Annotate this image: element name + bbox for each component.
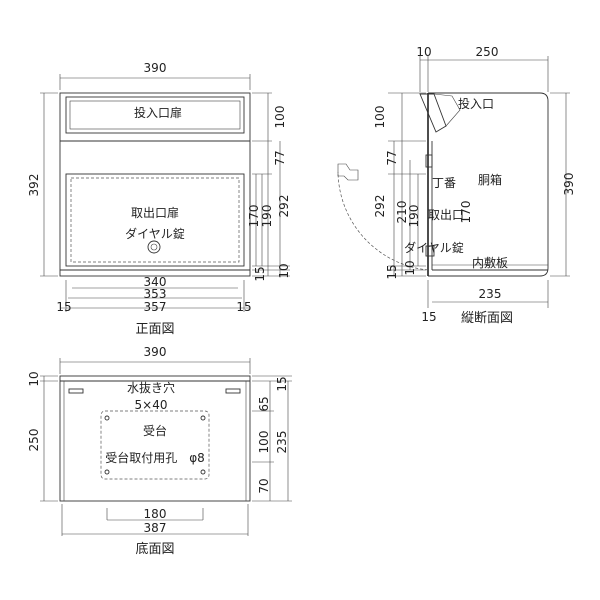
section-view: 投入口 丁番 胴箱 取出口 ダイヤル錠 内敷板 170 10 250 390 1… [337,45,576,326]
section-dim-292: 292 [373,195,387,218]
front-width-dim: 390 [144,61,167,75]
bottom-dim-387: 387 [144,521,167,535]
section-body-outline [428,92,549,277]
front-view: 投入口扉 取出口扉 ダイヤル錠 390 392 100 77 170 190 2… [27,61,291,337]
bottom-dim-15: 15 [275,376,289,391]
section-innerboard-label: 内敷板 [472,255,508,270]
section-dim-210: 210 [395,201,409,224]
bottom-dim-100: 100 [257,431,271,454]
bottom-view: 水抜き穴 5×40 受台 受台取付用孔 φ8 390 10 250 15 65 … [27,345,292,557]
bottom-hole-label: 受台取付用孔 φ8 [105,450,205,465]
section-door-swing [337,171,429,271]
front-dim-292: 292 [277,195,291,218]
front-lock-label: ダイヤル錠 [125,226,185,241]
section-outlet-label: 取出口 [428,208,464,222]
bottom-dim-70: 70 [257,478,271,493]
section-dim-bottom-15: 15 [421,310,436,324]
front-inlet-door-label: 投入口扉 [134,105,182,120]
bottom-drain-slot-left [68,388,84,394]
front-dim-170: 170 [247,205,261,228]
bottom-drain-size-label: 5×40 [135,398,168,412]
bottom-hole-tl [104,415,110,421]
bottom-stand-plate [100,410,210,480]
section-dim-top-250: 250 [476,45,499,59]
section-dim-15: 15 [385,264,399,279]
bottom-dim-10: 10 [27,371,41,386]
front-dial-lock-icon [147,240,161,254]
front-dim-100: 100 [273,106,287,129]
front-view-caption: 正面図 [135,322,174,337]
bottom-hole-tr [200,415,206,421]
front-dim-77: 77 [273,150,287,165]
section-lock-label: ダイヤル錠 [404,240,464,255]
front-outlet-door [65,173,245,267]
front-outlet-door-label: 取出口扉 [131,206,179,220]
section-dim-390: 390 [562,173,576,196]
front-inlet-door [65,96,245,134]
section-dim-top-10: 10 [416,45,431,59]
bottom-view-caption: 底面図 [135,541,174,557]
front-dim-190: 190 [260,205,274,228]
front-dim-15: 15 [253,266,267,281]
bottom-dim-65: 65 [257,396,271,411]
section-dim-235: 235 [479,287,502,301]
front-dim-357: 357 [144,300,167,314]
front-dim-15-right: 15 [236,300,251,314]
bottom-hole-br [200,469,206,475]
bottom-width-dim: 390 [144,345,167,359]
section-inlet-label: 投入口 [458,96,494,111]
bottom-hole-bl [104,469,110,475]
bottom-dim-180: 180 [144,507,167,521]
bottom-drain-label: 水抜き穴 [127,380,175,395]
bottom-stand-label: 受台 [143,423,167,438]
section-dim-100: 100 [373,106,387,129]
section-dim-190: 190 [407,205,421,228]
bottom-drain-slot-right [225,388,241,394]
section-body-label: 胴箱 [478,172,502,187]
section-lock-icon [425,245,435,257]
section-dim-10: 10 [403,260,417,275]
section-dim-170: 170 [459,201,473,224]
section-hinge-label: 丁番 [432,176,456,190]
bottom-dim-235: 235 [275,431,289,454]
section-view-caption: 縦断面図 [461,311,513,326]
bottom-outline [59,375,251,502]
front-dim-340: 340 [144,275,167,289]
front-body-outline [59,92,251,277]
section-hinge-icon [425,154,433,168]
front-dim-15-left: 15 [56,300,71,314]
section-dim-77: 77 [385,150,399,165]
front-dim-10: 10 [277,263,291,278]
front-dim-353: 353 [144,287,167,301]
bottom-dim-250: 250 [27,429,41,452]
front-height-dim: 392 [27,174,41,197]
